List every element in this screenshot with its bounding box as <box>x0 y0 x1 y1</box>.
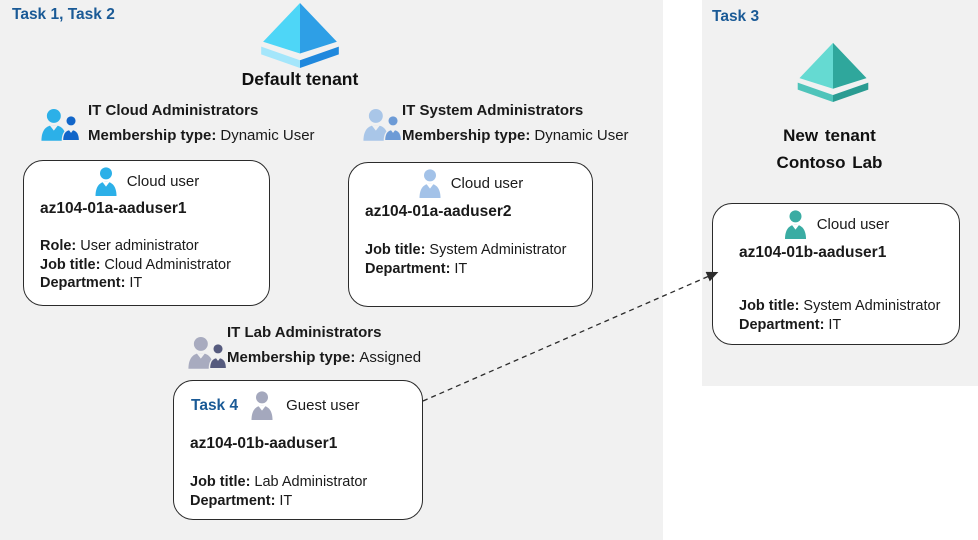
user-name: az104-01b-aaduser1 <box>739 244 887 261</box>
cloud-user-icon <box>418 169 442 198</box>
group-membership-cloud-admins: Membership type:Dynamic User <box>88 127 315 144</box>
user-name: az104-01b-aaduser1 <box>190 435 338 452</box>
user-card-header: Cloud user <box>24 167 269 196</box>
user-department-line: Department:IT <box>40 275 143 291</box>
user-jobtitle-line: Job title:Cloud Administrator <box>40 256 231 273</box>
user-jobtitle-line: Job title:Lab Administrator <box>190 474 368 490</box>
user-department-line: Department:IT <box>190 492 293 509</box>
user-details: Job title:System Administrator Departmen… <box>365 241 566 278</box>
user-role-line: Role:User administrator <box>40 238 199 254</box>
group-name-lab-admins: IT Lab Administrators <box>227 324 382 341</box>
membership-type-value: Assigned <box>359 349 422 366</box>
new-tenant-title-line1: New tenant <box>783 126 876 145</box>
group-name-system-admins: IT System Administrators <box>402 102 584 119</box>
user-type-label: Cloud user <box>816 216 890 233</box>
user-type-label: Cloud user <box>450 175 524 192</box>
cloud-user-icon <box>94 167 118 196</box>
user-card-guest: Task 4 Guest user az104-01b-aaduser1 Job… <box>173 380 423 520</box>
group-icon-cloud-admins <box>40 108 82 141</box>
user-card-header: Task 4 Guest user <box>174 391 422 420</box>
task-3-label: Task 3 <box>712 8 760 25</box>
user-jobtitle-line: Job title:System Administrator <box>365 242 567 258</box>
cloud-user-icon <box>783 210 808 239</box>
user-card-header: Cloud user <box>713 210 959 239</box>
user-name: az104-01a-aaduser1 <box>40 200 187 217</box>
new-tenant-title: New tenant Contoso Lab <box>727 122 932 176</box>
guest-user-icon <box>249 391 275 420</box>
membership-type-label: Membership type: <box>88 127 217 144</box>
membership-type-value: Dynamic User <box>220 127 315 144</box>
user-card-new-tenant: Cloud user az104-01b-aaduser1 Job title:… <box>712 203 960 345</box>
user-type-label: Guest user <box>286 397 360 414</box>
group-icon-system-admins <box>362 108 404 141</box>
user-details: Job title:Lab Administrator Department:I… <box>190 473 367 510</box>
default-tenant-azure-ad-icon <box>260 2 340 68</box>
new-tenant-title-line2: Contoso Lab <box>776 153 883 172</box>
user-card-cloud1: Cloud user az104-01a-aaduser1 Role:User … <box>23 160 270 306</box>
user-name: az104-01a-aaduser2 <box>365 203 512 220</box>
user-card-header: Cloud user <box>349 169 592 198</box>
group-name-cloud-admins: IT Cloud Administrators <box>88 102 259 119</box>
user-department-line: Department:IT <box>365 260 468 277</box>
user-details: Job title:System Administrator Departmen… <box>739 297 940 334</box>
task-4-label: Task 4 <box>191 396 239 414</box>
user-jobtitle-line: Job title:System Administrator <box>739 298 941 314</box>
membership-type-label: Membership type: <box>402 127 531 144</box>
group-membership-system-admins: Membership type:Dynamic User <box>402 127 629 144</box>
new-tenant-azure-ad-icon <box>797 42 869 102</box>
group-icon-lab-admins <box>187 336 229 369</box>
user-card-cloud2: Cloud user az104-01a-aaduser2 Job title:… <box>348 162 593 307</box>
user-type-label: Cloud user <box>126 173 200 190</box>
user-details: Role:User administrator Job title:Cloud … <box>40 237 231 293</box>
membership-type-value: Dynamic User <box>534 127 629 144</box>
membership-type-label: Membership type: <box>227 349 356 366</box>
task-1-2-label: Task 1, Task 2 <box>12 6 115 23</box>
default-tenant-title: Default tenant <box>241 69 359 89</box>
user-department-line: Department:IT <box>739 316 842 333</box>
group-membership-lab-admins: Membership type:Assigned <box>227 349 421 366</box>
